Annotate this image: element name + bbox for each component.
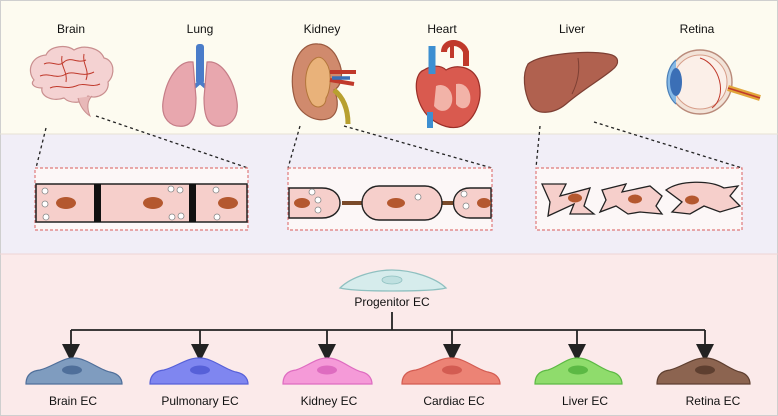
cardiac-ec-cell bbox=[401, 357, 501, 385]
organ-label-retina: Retina bbox=[680, 22, 715, 36]
organ-label-heart: Heart bbox=[427, 22, 457, 36]
cardiac-ec-label: Cardiac EC bbox=[423, 394, 485, 408]
heart-icon bbox=[415, 40, 481, 129]
lineage-tree bbox=[62, 312, 714, 362]
kidney-ec-cell bbox=[282, 357, 373, 385]
sinusoidal-vessel-panel bbox=[535, 167, 743, 231]
brain-ec-label: Brain EC bbox=[49, 394, 97, 408]
kidney-icon bbox=[291, 43, 356, 125]
zoom-connectors bbox=[35, 115, 743, 169]
liver-ec-label: Liver EC bbox=[562, 394, 608, 408]
organ-band bbox=[0, 0, 778, 134]
retina-ec-cell bbox=[656, 357, 751, 385]
pulmonary-ec-cell bbox=[149, 357, 249, 385]
progenitor-ec-label: Progenitor EC bbox=[354, 295, 430, 309]
kidney-ec-label: Kidney EC bbox=[301, 394, 358, 408]
lung-icon bbox=[162, 44, 238, 127]
fenestrated-vessel-panel bbox=[287, 167, 493, 231]
brain-icon bbox=[29, 45, 114, 118]
brain-ec-cell bbox=[25, 357, 123, 385]
organ-label-kidney: Kidney bbox=[304, 22, 341, 36]
continuous-vessel-panel bbox=[34, 167, 249, 231]
eye-icon bbox=[666, 49, 761, 115]
liver-icon bbox=[523, 51, 619, 113]
progenitor-ec-cell bbox=[338, 269, 448, 292]
organ-label-brain: Brain bbox=[57, 22, 85, 36]
organ-label-lung: Lung bbox=[187, 22, 214, 36]
pulmonary-ec-label: Pulmonary EC bbox=[161, 394, 239, 408]
organ-label-liver: Liver bbox=[559, 22, 585, 36]
liver-ec-cell bbox=[534, 357, 623, 385]
retina-ec-label: Retina EC bbox=[686, 394, 741, 408]
